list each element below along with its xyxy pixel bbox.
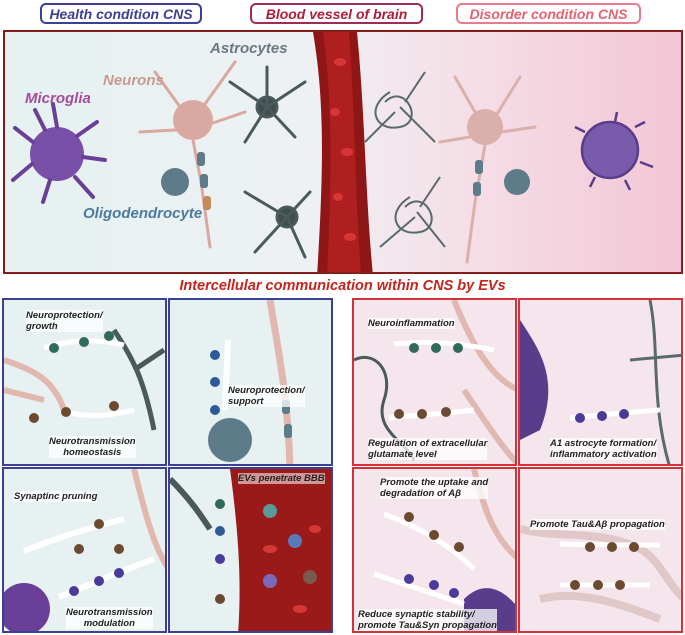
intercellular-communication-title: Intercellular communication within CNS b… xyxy=(179,278,506,294)
panel-neuroinflammation: Neuroinflammation Regulation of extracel… xyxy=(352,298,517,466)
neuroprotection-support-label: Neuroprotection/ support xyxy=(228,385,305,407)
panel-synaptic-pruning: Synaptinc pruning Neurotransmission modu… xyxy=(2,467,167,633)
neurons-label: Neurons xyxy=(103,72,164,89)
panel3-illustration xyxy=(4,469,165,631)
synaptic-pruning-label: Synaptinc pruning xyxy=(14,491,98,502)
abeta-uptake-label: Promote the uptake and degradation of Aβ xyxy=(380,477,489,499)
panel-evs-penetrate-bbb: EVs penetrate BBB xyxy=(168,467,333,633)
neuron-cell-healthy xyxy=(138,60,247,249)
panel8-illustration xyxy=(520,525,681,623)
ev-particles xyxy=(69,519,124,596)
synaptic-stability-label: Reduce synaptic stability/ promote Tau&S… xyxy=(358,609,497,631)
ev-particles xyxy=(215,499,317,604)
panel4-illustration xyxy=(170,469,331,631)
panel-abeta-uptake: Promote the uptake and degradation of Aβ… xyxy=(352,467,517,633)
ev-particles xyxy=(210,350,220,415)
neuroprotection-growth-label: Neuroprotection/ growth xyxy=(26,310,103,332)
oligodendrocyte-cell-disorder xyxy=(473,160,530,196)
ev-particles xyxy=(570,542,639,590)
ev-particles xyxy=(404,512,464,598)
red-blood-cells xyxy=(330,58,356,241)
tau-abeta-propagation-label: Promote Tau&Aβ propagation xyxy=(530,519,665,530)
microglia-cell-activated xyxy=(574,111,654,191)
disorder-condition-header: Disorder condition CNS xyxy=(456,3,641,24)
neuroinflammation-label: Neuroinflammation xyxy=(368,318,455,329)
cns-overview-panel: Astrocytes Neurons Microglia Oligodendro… xyxy=(3,30,683,274)
health-condition-label: Health condition CNS xyxy=(49,5,193,22)
ev-particles xyxy=(575,409,629,423)
ev-particles xyxy=(394,343,463,419)
red-blood-cells xyxy=(263,525,321,613)
oligodendrocyte-cell-healthy xyxy=(161,152,211,210)
astrocyte-cells-reactive xyxy=(364,71,446,248)
neurotransmission-modulation-label: Neurotransmission modulation xyxy=(66,607,153,629)
panel-tau-abeta-propagation: Promote Tau&Aβ propagation xyxy=(518,467,683,633)
oligodendrocyte-label: Oligodendrocyte xyxy=(83,205,203,222)
blood-vessel-header: Blood vessel of brain xyxy=(250,3,423,24)
panel-a1-astrocyte-formation: A1 astrocyte formation/ inflammatory act… xyxy=(518,298,683,466)
astrocytes-label: Astrocytes xyxy=(210,40,288,57)
ev-particles xyxy=(29,331,119,423)
disorder-condition-label: Disorder condition CNS xyxy=(469,5,628,22)
panel6-illustration xyxy=(520,300,681,464)
panel-neuroprotection-growth: Neuroprotection/ growth Neurotransmissio… xyxy=(2,298,167,466)
panel-neuroprotection-support: Neuroprotection/ support xyxy=(168,298,333,466)
panel1-illustration xyxy=(4,328,165,431)
microglia-label: Microglia xyxy=(25,90,91,107)
microglia-cell-healthy xyxy=(11,102,107,204)
neurotransmission-homeostasis-label: Neurotransmission homeostasis xyxy=(49,436,136,458)
cns-illustration xyxy=(11,32,654,272)
blood-vessel-label: Blood vessel of brain xyxy=(265,5,408,22)
glutamate-regulation-label: Regulation of extracellular glutamate le… xyxy=(368,438,488,460)
neuron-cell-disorder xyxy=(438,75,537,264)
evs-penetrate-bbb-label: EVs penetrate BBB xyxy=(238,473,325,484)
a1-astrocyte-formation-label: A1 astrocyte formation/ inflammatory act… xyxy=(550,438,657,460)
health-condition-header: Health condition CNS xyxy=(40,3,202,24)
astrocyte-cells-healthy xyxy=(228,65,312,259)
panel2-illustration xyxy=(208,300,294,464)
